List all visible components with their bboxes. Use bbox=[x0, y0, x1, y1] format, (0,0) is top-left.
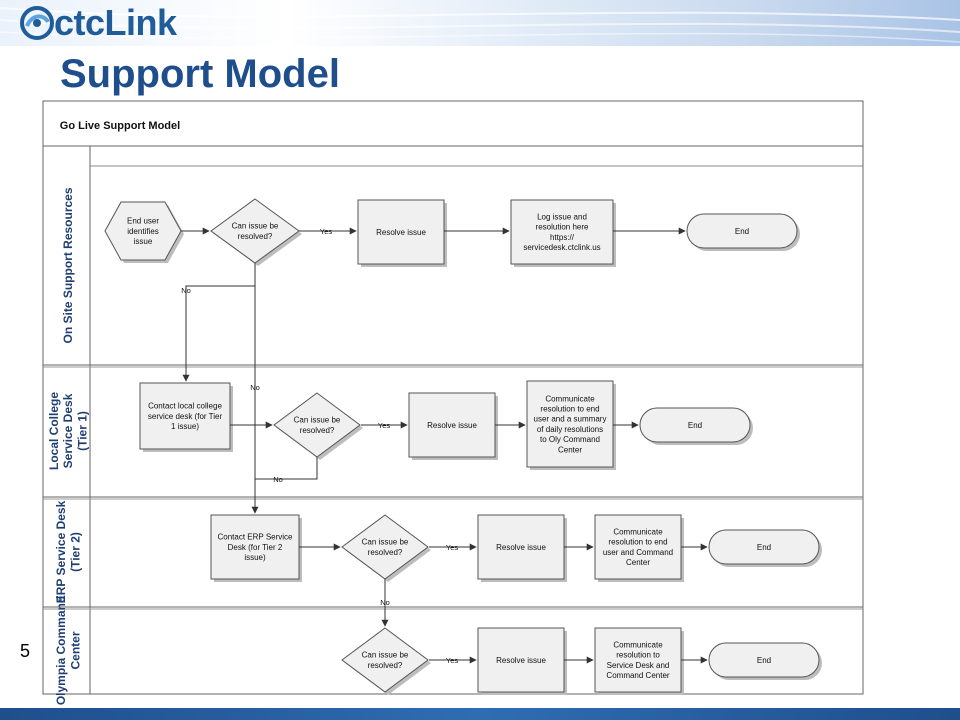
page-number: 5 bbox=[20, 641, 31, 661]
node-occ-communicate bbox=[594, 627, 682, 693]
node-occ-resolve bbox=[477, 627, 565, 693]
node-onsite-log bbox=[510, 199, 614, 265]
node-occ-end bbox=[708, 642, 820, 678]
node-tier2-end bbox=[708, 529, 820, 565]
node-occ-resolve-label: Resolve issue bbox=[496, 656, 546, 665]
lane-label-1: On Site Support Resources bbox=[61, 187, 75, 343]
slide-title: Support Model bbox=[60, 52, 340, 96]
edge-label-yes-4: Yes bbox=[446, 656, 458, 665]
node-occ-end-label: End bbox=[757, 656, 771, 665]
node-onsite-end-label: End bbox=[735, 227, 749, 236]
node-occ-decision bbox=[341, 627, 429, 693]
edge-label-no-1: No bbox=[181, 286, 191, 295]
edge-label-yes-1: Yes bbox=[320, 227, 332, 236]
edge-tier1-no bbox=[255, 457, 318, 480]
edge-label-yes-3: Yes bbox=[446, 543, 458, 552]
brand-name: ctcLink bbox=[54, 2, 177, 43]
ctclink-logo: ctcLink bbox=[20, 2, 177, 44]
lane-label-3: ERP Service Desk(Tier 2) bbox=[54, 500, 82, 603]
node-tier1-communicate bbox=[526, 380, 614, 468]
node-tier2-resolve bbox=[477, 514, 565, 580]
node-onsite-start bbox=[104, 201, 182, 261]
node-onsite-resolve-label: Resolve issue bbox=[376, 228, 426, 237]
diagram-title: Go Live Support Model bbox=[60, 120, 180, 132]
edge-label-yes-2: Yes bbox=[378, 421, 390, 430]
lane-label-4: Olympia CommandCenter bbox=[54, 596, 82, 705]
node-tier1-end bbox=[639, 407, 751, 443]
node-onsite-end bbox=[686, 213, 798, 249]
node-tier2-resolve-label: Resolve issue bbox=[496, 543, 546, 552]
node-tier1-contact bbox=[139, 382, 231, 450]
node-tier2-end-label: End bbox=[757, 543, 771, 552]
edge-label-no-4: No bbox=[380, 598, 390, 607]
ctclink-swirl-icon bbox=[20, 6, 54, 40]
node-tier2-contact bbox=[210, 514, 300, 580]
node-tier1-resolve-label: Resolve issue bbox=[427, 421, 477, 430]
banner-swoosh-lines bbox=[0, 7, 960, 43]
node-tier1-end-label: End bbox=[688, 421, 702, 430]
edge-label-no-2: No bbox=[250, 383, 260, 392]
edge-label-no-3: No bbox=[273, 475, 283, 484]
lane-label-2: Local CollegeService Desk(Tier 1) bbox=[47, 392, 89, 470]
top-banner: ctcLink bbox=[0, 0, 960, 46]
node-tier2-communicate bbox=[594, 514, 682, 580]
bottom-bar bbox=[0, 708, 960, 720]
node-onsite-resolve bbox=[357, 199, 445, 265]
